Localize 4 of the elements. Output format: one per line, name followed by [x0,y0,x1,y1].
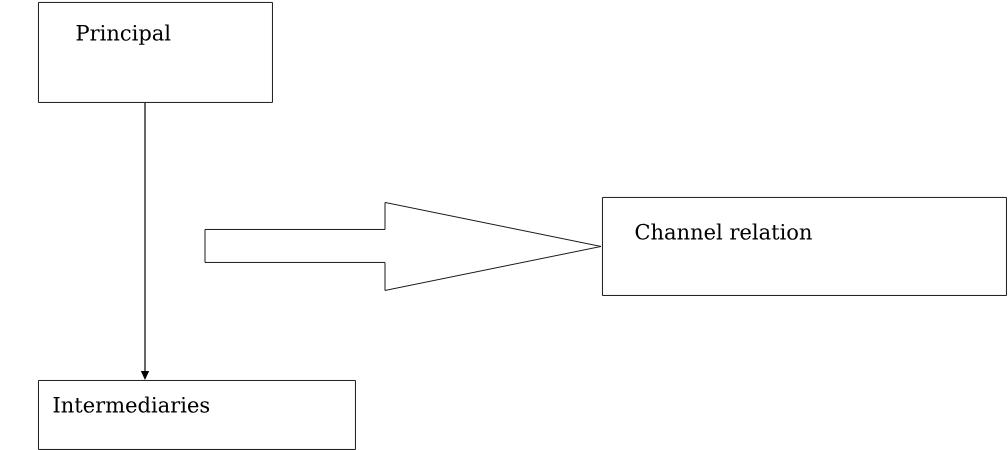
process-box: Principal [38,2,273,103]
process-box: Channel relation [602,197,1007,296]
block-arrow [204,202,602,291]
process-box: Intermediaries [38,380,356,450]
